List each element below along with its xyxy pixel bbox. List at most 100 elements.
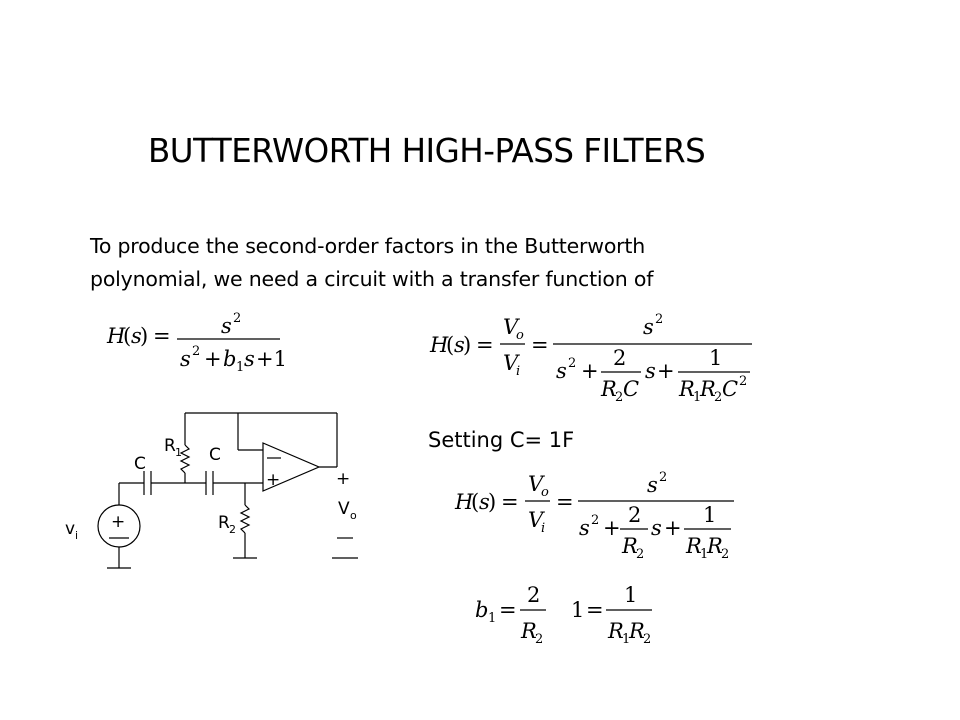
svg-text:R: R	[699, 377, 716, 401]
intro-line-2: polynomial, we need a circuit with a tra…	[90, 267, 654, 291]
svg-text:(: (	[446, 333, 454, 357]
svg-text:+: +	[657, 359, 675, 383]
svg-text:=: =	[476, 333, 494, 357]
svg-text:R: R	[706, 534, 723, 558]
equation-h-s-with-c-equals-1: H ( s ) = V o V i = s 2 s 2 + 2 R 2 s + …	[454, 470, 734, 562]
svg-text:o: o	[516, 328, 524, 343]
svg-text:1: 1	[236, 360, 244, 375]
svg-text:+: +	[603, 516, 621, 540]
svg-text:s: s	[244, 347, 255, 371]
svg-text:+: +	[581, 359, 599, 383]
svg-text:2: 2	[659, 470, 667, 485]
svg-text:(: (	[471, 490, 479, 514]
svg-text:s: s	[643, 315, 654, 339]
svg-text:b: b	[475, 598, 488, 622]
svg-text:s: s	[645, 359, 656, 383]
vi-subscript: i	[75, 529, 78, 542]
svg-text:V: V	[503, 351, 520, 375]
circuit-labels: C C R 1 R 2 v i V o + + +	[65, 436, 357, 542]
svg-text:2: 2	[591, 513, 599, 528]
svg-text:1: 1	[703, 503, 716, 527]
svg-text:s: s	[579, 516, 590, 540]
svg-text:1: 1	[488, 611, 496, 626]
svg-text:=: =	[153, 324, 171, 348]
svg-text:s: s	[180, 347, 191, 371]
svg-text:+: +	[204, 347, 222, 371]
output-plus-sign: +	[336, 469, 350, 489]
svg-text:2: 2	[535, 632, 543, 647]
equation-component-relations: b 1 = 2 R 2 1 = 1 R 1 R 2	[475, 583, 652, 647]
svg-text:1: 1	[709, 346, 722, 370]
svg-text:s: s	[556, 359, 567, 383]
svg-text:2: 2	[714, 390, 722, 405]
resistor-r2	[239, 504, 251, 534]
svg-text:s: s	[221, 314, 232, 338]
svg-text:R: R	[607, 619, 624, 643]
svg-text:2: 2	[721, 547, 729, 562]
svg-text:s: s	[479, 490, 490, 514]
setting-text: Setting C= 1F	[428, 428, 575, 452]
svg-text:2: 2	[233, 311, 241, 326]
svg-text:C: C	[623, 377, 639, 401]
svg-text:): )	[488, 490, 496, 514]
svg-text:1: 1	[624, 583, 637, 607]
r2-subscript: 2	[229, 523, 236, 536]
svg-text:+1: +1	[256, 347, 287, 371]
svg-text:2: 2	[739, 374, 747, 389]
svg-text:R: R	[520, 619, 537, 643]
svg-text:2: 2	[568, 356, 576, 371]
svg-text:=: =	[556, 490, 574, 514]
svg-text:R: R	[628, 619, 645, 643]
r2-label: R	[218, 513, 230, 533]
svg-text:2: 2	[643, 632, 651, 647]
svg-text:H: H	[454, 490, 474, 514]
svg-text:s: s	[454, 333, 465, 357]
svg-text:2: 2	[636, 547, 644, 562]
svg-text:s: s	[647, 473, 658, 497]
svg-text:1: 1	[571, 598, 584, 622]
svg-text:2: 2	[628, 503, 641, 527]
svg-text:=: =	[499, 598, 517, 622]
slide-title: BUTTERWORTH HIGH-PASS FILTERS	[148, 132, 706, 170]
equation-h-s-with-components: H ( s ) = V o V i = s 2 s 2 + 2 R 2 C s …	[429, 312, 752, 405]
svg-text:R: R	[685, 534, 702, 558]
svg-text:2: 2	[527, 583, 540, 607]
vo-label: V	[338, 499, 350, 519]
svg-text:V: V	[503, 315, 520, 339]
svg-text:s: s	[651, 516, 662, 540]
svg-text:i: i	[516, 364, 520, 379]
svg-text:V: V	[528, 508, 545, 532]
svg-text:H: H	[106, 324, 126, 348]
svg-text:R: R	[600, 377, 617, 401]
sallen-key-highpass-circuit	[97, 412, 358, 569]
svg-text:H: H	[429, 333, 449, 357]
equation-h-s-general: H ( s ) = s 2 s 2 + b 1 s +1	[106, 311, 287, 375]
svg-text:V: V	[528, 472, 545, 496]
r1-label: R	[164, 436, 176, 456]
svg-text:): )	[140, 324, 148, 348]
svg-text:o: o	[541, 485, 549, 500]
r1-subscript: 1	[175, 446, 182, 459]
resistor-r1	[179, 444, 191, 474]
svg-text:2: 2	[615, 390, 623, 405]
svg-text:): )	[463, 333, 471, 357]
svg-text:b: b	[223, 347, 236, 371]
intro-line-1: To produce the second-order factors in t…	[90, 234, 646, 258]
svg-text:(: (	[123, 324, 131, 348]
source-plus-sign: +	[111, 512, 125, 532]
opamp-plus-sign: +	[266, 470, 280, 490]
svg-text:+: +	[664, 516, 682, 540]
capacitor-2-label: C	[209, 445, 221, 465]
svg-text:2: 2	[613, 346, 626, 370]
op-amp	[262, 442, 321, 492]
svg-text:1: 1	[700, 547, 708, 562]
svg-text:s: s	[131, 324, 142, 348]
svg-text:i: i	[541, 521, 545, 536]
svg-text:C: C	[722, 377, 738, 401]
svg-text:2: 2	[192, 344, 200, 359]
svg-text:R: R	[621, 534, 638, 558]
svg-text:=: =	[501, 490, 519, 514]
vo-subscript: o	[350, 509, 357, 522]
intro-text: To produce the second-order factors in t…	[90, 230, 790, 296]
